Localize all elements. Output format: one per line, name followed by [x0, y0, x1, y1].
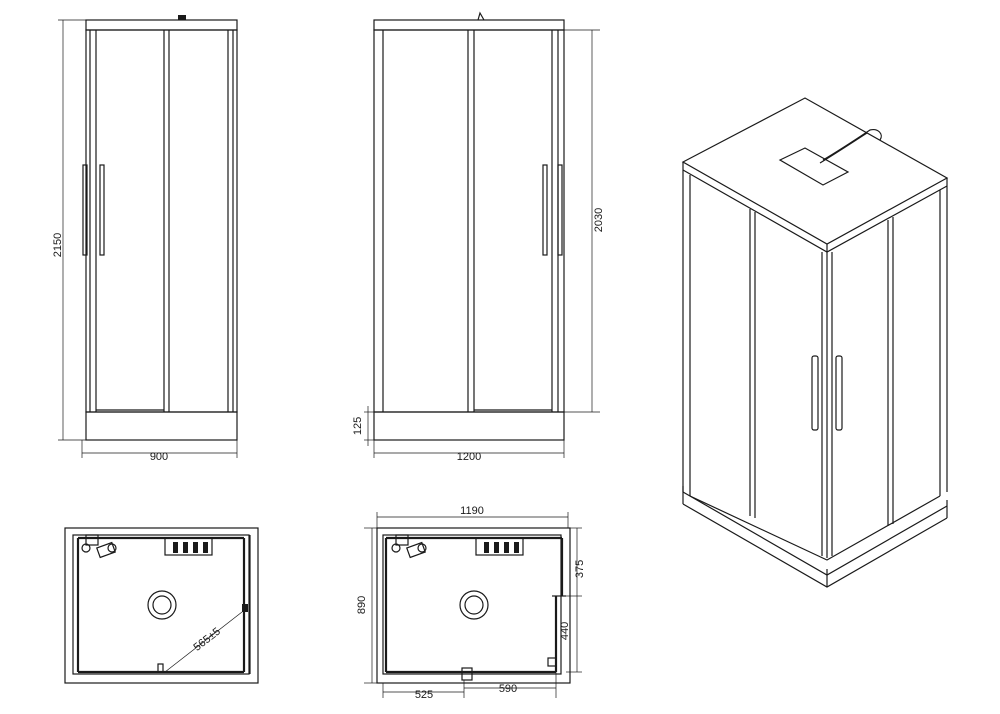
caddy-shelf-icon	[164, 537, 213, 556]
isometric-view	[681, 97, 949, 588]
plan-440-label: 440	[559, 622, 571, 640]
mixer-valve-icon	[391, 534, 427, 559]
plan-590-label: 590	[499, 683, 517, 695]
side-width-label: 900	[150, 451, 168, 463]
front-tray-label: 125	[352, 417, 364, 435]
side-elevation: 2150 900	[52, 15, 238, 463]
plan-width-label: 1190	[460, 505, 484, 517]
plan-depth-label: 890	[356, 596, 368, 614]
mixer-valve-icon	[81, 534, 117, 559]
waste-diagonal-label: 565±5	[191, 626, 222, 654]
front-width-label: 1200	[457, 451, 481, 463]
plan-525-label: 525	[415, 689, 433, 701]
plan-view-left: 565±5	[64, 527, 259, 684]
circle-drain-icon	[147, 590, 177, 620]
plan-375-label: 375	[574, 560, 586, 578]
plan-view-right: 1190 890 375 440 525 590	[356, 505, 586, 701]
caddy-shelf-icon	[475, 537, 524, 556]
front-height-label: 2030	[593, 208, 605, 232]
front-elevation: 2030 125 1200	[352, 11, 605, 463]
side-height-label: 2150	[52, 233, 64, 257]
circle-drain-icon	[459, 590, 489, 620]
